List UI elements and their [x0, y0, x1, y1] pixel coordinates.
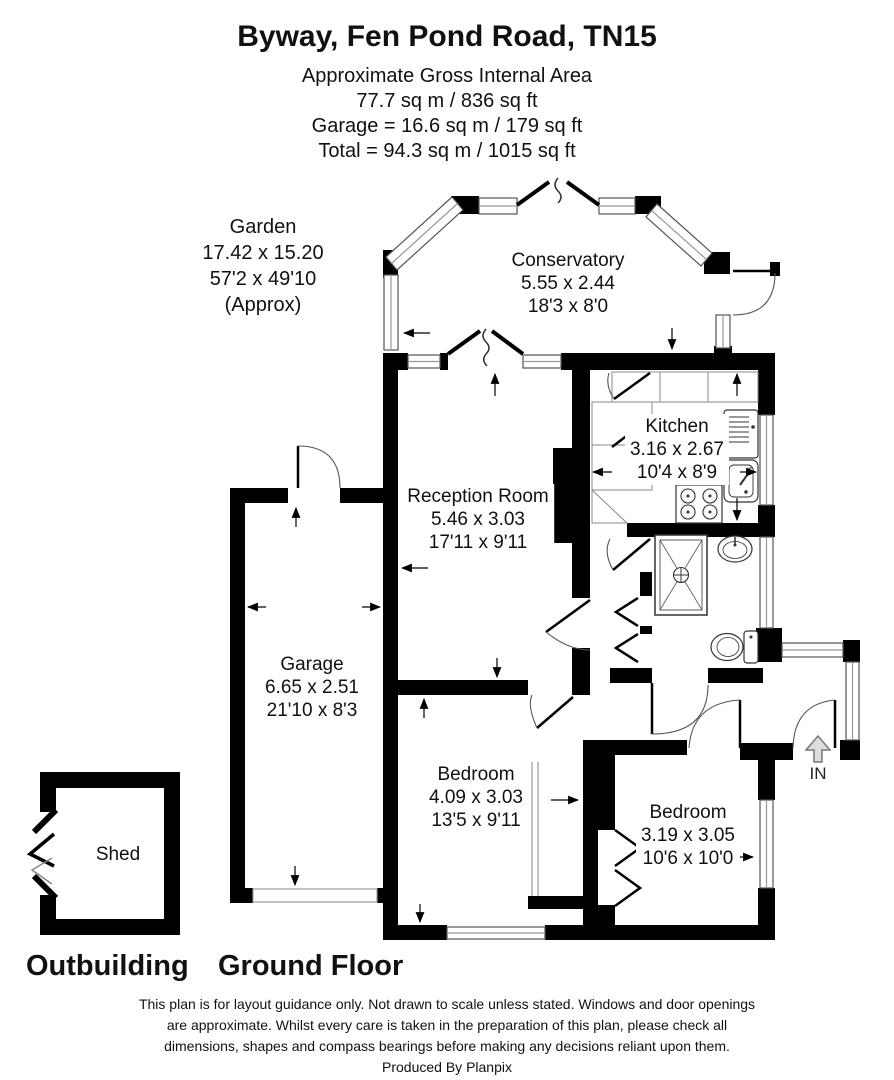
hob-icon — [675, 479, 723, 524]
room-label-kitchen: Kitchen 3.16 x 2.67 10'4 x 8'9 — [624, 414, 730, 485]
dimension-arrows — [246, 328, 758, 924]
garden-name: Garden — [229, 216, 297, 238]
garden-label: Garden 17.42 x 15.20 57'2 x 49'10 (Appro… — [202, 214, 323, 318]
windows — [252, 196, 860, 940]
page-title: Byway, Fen Pond Road, TN15 — [237, 20, 657, 53]
disclaimer-line-1: This plan is for layout guidance only. N… — [138, 996, 756, 1012]
garden-metric: 17.42 x 15.20 — [202, 242, 324, 264]
disclaimer-line-3: dimensions, shapes and compass bearings … — [164, 1038, 730, 1054]
area-total: Total = 94.3 sq m / 1015 sq ft — [318, 140, 576, 162]
area-garage: Garage = 16.6 sq m / 179 sq ft — [311, 115, 583, 137]
room-label-shed: Shed — [90, 842, 146, 867]
disclaimer: This plan is for layout guidance only. N… — [0, 994, 894, 1078]
shower-icon — [654, 534, 708, 616]
entrance-label: IN — [809, 764, 827, 783]
outbuilding-label: Outbuilding — [26, 950, 189, 982]
room-label-reception: Reception Room 5.46 x 3.03 17'11 x 9'11 — [402, 484, 554, 555]
disclaimer-line-2: are approximate. Whilst every care is ta… — [166, 1017, 728, 1033]
toilet-icon — [710, 630, 759, 664]
room-label-bedroom-1: Bedroom 4.09 x 3.03 13'5 x 9'11 — [423, 762, 529, 833]
gross-internal-area-label: Approximate Gross Internal Area — [301, 65, 593, 87]
producer-credit: Produced By Planpix — [382, 1059, 512, 1075]
area-total-internal: 77.7 sq m / 836 sq ft — [356, 90, 538, 112]
ground-floor-label: Ground Floor — [218, 950, 404, 982]
interior-walls — [383, 370, 775, 940]
shed-structure — [26, 772, 180, 935]
basin-icon — [717, 535, 753, 563]
room-label-bedroom-2: Bedroom 3.19 x 3.05 10'6 x 10'0 — [635, 800, 741, 871]
garden-imperial: 57'2 x 49'10 — [209, 268, 317, 290]
garden-note: (Approx) — [224, 294, 302, 316]
closet-partition — [531, 762, 539, 896]
room-label-conservatory: Conservatory 5.55 x 2.44 18'3 x 8'0 — [506, 248, 630, 319]
plan-header: Byway, Fen Pond Road, TN15 Approximate G… — [0, 20, 894, 164]
kitchen-sink-icon — [723, 409, 759, 503]
entry-arrow-icon — [804, 734, 832, 763]
room-label-garage: Garage 6.65 x 2.51 21'10 x 8'3 — [259, 652, 365, 723]
